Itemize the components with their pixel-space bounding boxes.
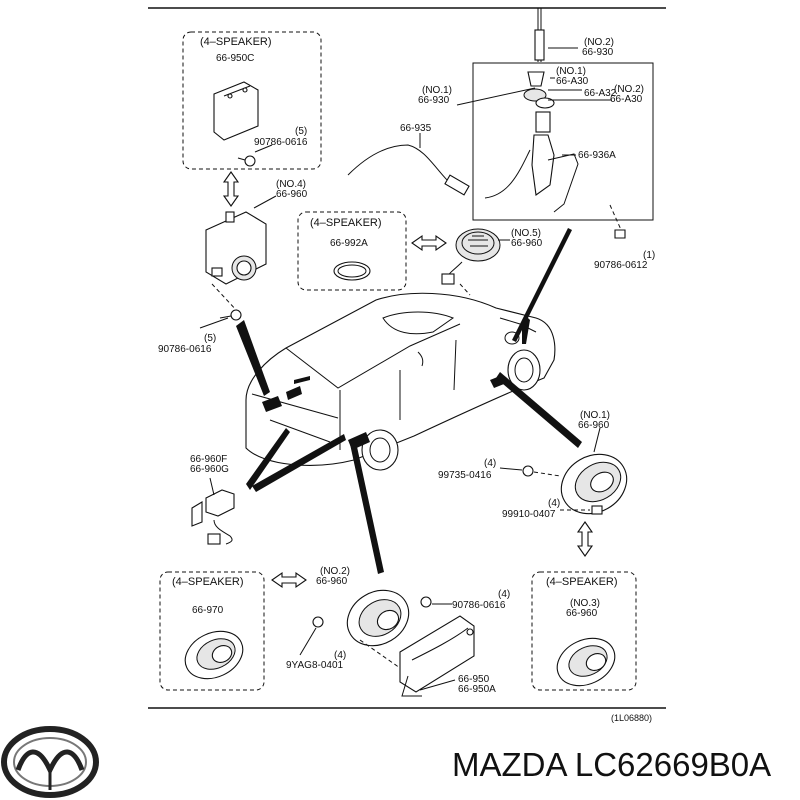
location-pointers	[236, 228, 582, 574]
callout-no2-a30-1: (NO.2)	[614, 84, 644, 95]
box-4speaker-4	[531, 571, 637, 691]
callout-99910-part: 99910-0407	[502, 509, 556, 520]
callout-box1-0616-qty: (5)	[295, 126, 307, 137]
screw-box1-icon	[237, 155, 256, 167]
brand-caption: MAZDA LC62669B0A	[452, 746, 771, 783]
callout-66-935: 66-935	[400, 123, 432, 134]
callout-9yag8-qty: (4)	[334, 650, 346, 661]
callout-no1-a30-2: 66-A30	[556, 76, 589, 87]
speaker-no4-housing	[205, 195, 277, 285]
interchange-arrow-3	[576, 521, 594, 557]
interchange-arrow-2	[411, 234, 447, 252]
mazda-logo	[1, 726, 99, 798]
callout-no1-960-2: 66-960	[578, 420, 610, 431]
callout-mid-0616-qty: (4)	[498, 589, 510, 600]
leader-0612	[609, 204, 623, 233]
callout-99735-part: 99735-0416	[438, 470, 492, 481]
callout-66-950c: 66-950C	[216, 53, 254, 64]
callout-no1-a30-1: (NO.1)	[556, 66, 586, 77]
callout-no1-960-1: (NO.1)	[580, 410, 610, 421]
nut-99910-icon	[560, 505, 603, 515]
minivan-body	[245, 292, 556, 471]
callout-no1-930-2: 66-930	[418, 95, 450, 106]
callout-left-0616-qty: (5)	[204, 333, 216, 344]
callout-0612-part: 90786-0612	[594, 260, 648, 271]
callout-no5-960-2: 66-960	[511, 238, 543, 249]
callout-no2-960-1: (NO.2)	[320, 566, 350, 577]
callout-no4-960-1: (NO.4)	[276, 179, 306, 190]
box-4speaker-1	[182, 31, 322, 170]
callout-99735-qty: (4)	[484, 458, 496, 469]
callout-66-950a: 66-950A	[458, 684, 496, 695]
antenna-mast	[534, 8, 578, 62]
callout-66-960f: 66-960F	[190, 454, 227, 465]
box-4speaker-2	[297, 211, 407, 291]
callout-left-0616-part: 90786-0616	[158, 344, 212, 355]
tweeter-ring-66-992a	[333, 261, 371, 281]
speaker-no3-66-960	[556, 637, 616, 687]
callout-no4-960-2: 66-960	[276, 189, 308, 200]
callout-66-936a: 66-936A	[578, 150, 616, 161]
callout-66-950: 66-950	[458, 674, 490, 685]
interchange-arrow-4	[271, 571, 307, 589]
callout-66-970: 66-970	[192, 605, 224, 616]
callout-0612-qty: (1)	[643, 250, 655, 261]
callout-no3-960-1: (NO.3)	[570, 598, 600, 609]
antenna-detail-box	[472, 62, 654, 221]
callout-no1-930-1: (NO.1)	[422, 85, 452, 96]
callout-no2-930-2: 66-930	[582, 47, 614, 58]
box4-title: (4–SPEAKER)	[546, 576, 618, 588]
speaker-no1-66-960	[560, 427, 628, 515]
leader-no1-930	[456, 87, 536, 106]
screw-left-0616-icon	[219, 309, 242, 321]
speaker-bracket-66-950c	[213, 81, 259, 141]
callout-no5-960-1: (NO.5)	[511, 228, 541, 239]
wiring-harness-66-960f	[191, 477, 235, 545]
callout-66-992a: 66-992A	[330, 238, 368, 249]
box1-title: (4–SPEAKER)	[200, 36, 272, 48]
screw-99735-icon	[499, 465, 561, 477]
callout-99910-qty: (4)	[548, 498, 560, 509]
speaker-no2-66-960	[346, 589, 410, 669]
callout-no2-a30-2: 66-A30	[610, 94, 643, 105]
screw-mid-0616-icon	[420, 596, 452, 608]
callout-no3-960-2: 66-960	[566, 608, 598, 619]
bolt-0612-icon	[614, 229, 626, 239]
box2-title: (4–SPEAKER)	[310, 217, 382, 229]
callout-66-960g: 66-960G	[190, 464, 229, 475]
antenna-cable	[347, 133, 470, 196]
interchange-arrow-1	[222, 171, 240, 207]
box3-title: (4–SPEAKER)	[172, 576, 244, 588]
callout-box1-0616-part: 90786-0616	[254, 137, 308, 148]
leader-box1-0616	[254, 144, 273, 153]
bracket-66-950	[399, 615, 475, 697]
callout-a32: 66-A32	[584, 88, 617, 99]
callout-mid-0616-part: 90786-0616	[452, 600, 506, 611]
dash-tweeter	[459, 283, 471, 296]
leader-left-0616	[199, 317, 229, 329]
callout-9yag8-part: 9YAG8-0401	[286, 660, 344, 671]
tweeter-no5-66-960	[441, 228, 510, 285]
box-4speaker-3	[159, 571, 265, 691]
screw-9yag8-icon	[299, 616, 324, 656]
callout-no2-960-2: 66-960	[316, 576, 348, 587]
speaker-66-970	[184, 630, 244, 680]
callout-no2-930-1: (NO.2)	[584, 37, 614, 48]
diagram-code: (1L06880)	[611, 713, 652, 723]
antenna-base	[484, 71, 612, 213]
dash-no4-screw	[211, 283, 239, 313]
